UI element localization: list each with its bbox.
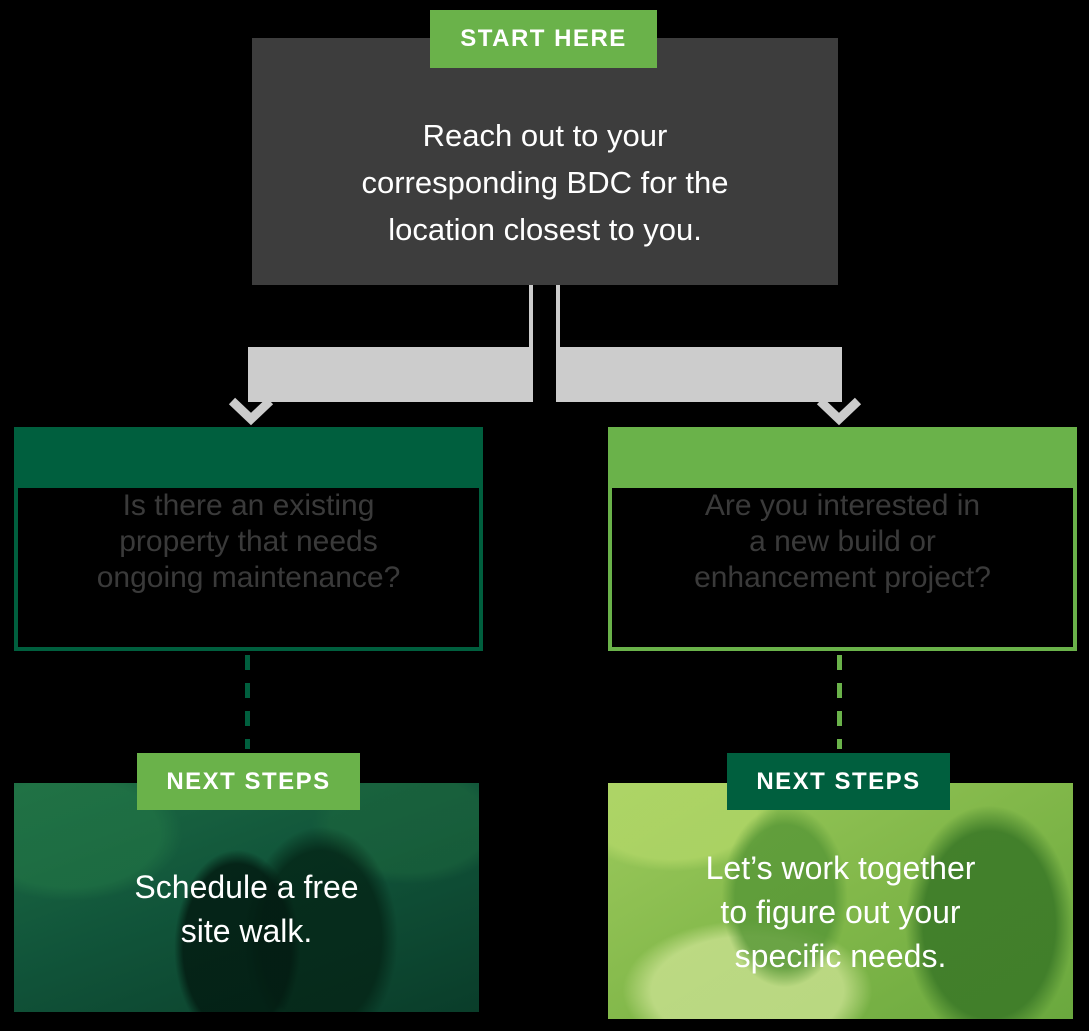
next-steps-badge-left-label: NEXT STEPS — [166, 767, 331, 795]
outcome-text-right: Let’s work together to figure out your s… — [706, 846, 976, 978]
connector-bar-left — [248, 347, 533, 402]
photo-right: Let’s work together to figure out your s… — [608, 783, 1073, 1019]
arrow-down-left-icon — [228, 397, 274, 426]
question-text-right-line-2: a new build or — [749, 525, 936, 558]
next-steps-badge-right-label: NEXT STEPS — [756, 767, 921, 795]
question-text-right: Are you interested in a new build or enh… — [612, 488, 1073, 596]
start-box-text-line-3: location closest to you. — [388, 212, 702, 247]
question-box-right: Are you interested in a new build or enh… — [608, 427, 1077, 651]
start-here-badge-label: START HERE — [460, 25, 627, 52]
outcome-text-right-line-3: specific needs. — [734, 938, 947, 974]
question-text-left-line-2: property that needs — [119, 525, 378, 558]
photo-left: Schedule a free site walk. — [14, 783, 479, 1012]
question-text-left-line-3: ongoing maintenance? — [96, 561, 401, 594]
next-steps-badge-left: NEXT STEPS — [137, 753, 360, 810]
connector-stem-left — [529, 285, 533, 347]
connector-bar-right — [556, 347, 842, 402]
question-text-right-line-1: Are you interested in — [704, 489, 981, 522]
start-box: Reach out to your corresponding BDC for … — [252, 38, 838, 285]
question-box-left: Is there an existing property that needs… — [14, 427, 483, 651]
outcome-text-left-line-2: site walk. — [180, 912, 313, 949]
outcome-text-left: Schedule a free site walk. — [134, 865, 358, 953]
next-steps-badge-right: NEXT STEPS — [727, 753, 950, 810]
arrow-down-right-icon — [816, 397, 862, 426]
question-box-right-header-band — [612, 431, 1073, 488]
outcome-text-left-line-1: Schedule a free — [134, 868, 359, 905]
question-text-left-line-1: Is there an existing — [122, 489, 375, 522]
question-text-left: Is there an existing property that needs… — [18, 488, 479, 596]
question-text-right-line-3: enhancement project? — [694, 561, 991, 594]
start-box-text-line-1: Reach out to your — [422, 118, 668, 153]
dashed-connector-left — [245, 655, 250, 749]
question-box-left-header-band — [18, 431, 479, 488]
start-box-text-line-2: corresponding BDC for the — [361, 165, 729, 200]
connector-stem-right — [556, 285, 560, 347]
start-here-badge: START HERE — [430, 10, 657, 68]
outcome-text-right-line-1: Let’s work together — [705, 850, 976, 886]
dashed-connector-right — [837, 655, 842, 749]
outcome-text-right-line-2: to figure out your — [720, 894, 961, 930]
